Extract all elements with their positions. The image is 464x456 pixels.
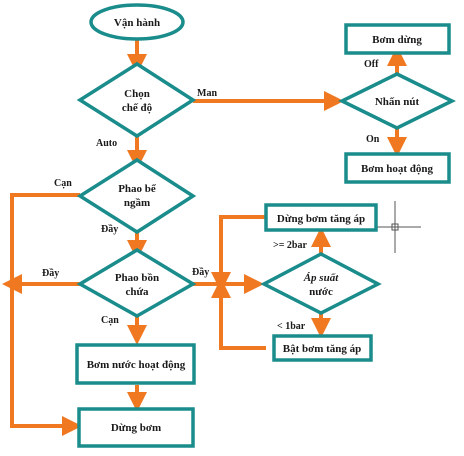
label-choose-mode-line2: chế độ bbox=[122, 102, 153, 114]
node-start bbox=[89, 3, 185, 41]
edge-label-full-reservoir-right: Đầy bbox=[192, 267, 209, 278]
node-stop-pump bbox=[77, 407, 195, 448]
label-start-booster: Bật bơm tăng áp bbox=[283, 343, 362, 355]
label-reservoir-float-line1: Phao bồn bbox=[115, 272, 159, 284]
label-start: Vận hành bbox=[114, 17, 160, 29]
label-pump-stop: Bơm dừng bbox=[372, 34, 422, 46]
edge-label-empty-tank: Cạn bbox=[54, 178, 72, 189]
node-tank-float bbox=[76, 157, 197, 235]
node-choose-mode bbox=[76, 61, 197, 139]
node-pump-run bbox=[344, 152, 451, 184]
node-pump-stop bbox=[344, 23, 451, 55]
label-stop-pump: Dừng bơm bbox=[111, 422, 161, 434]
label-stop-booster: Dừng bơm tăng áp bbox=[277, 213, 365, 225]
edge-label-full-tank: Đầy bbox=[101, 224, 118, 235]
label-tank-float-line2: ngầm bbox=[124, 197, 150, 209]
node-start-booster bbox=[272, 334, 373, 362]
node-pressure bbox=[260, 252, 382, 315]
edge-label-on: On bbox=[366, 134, 380, 145]
edge-start-booster-loop bbox=[211, 278, 266, 350]
label-pressure-line2: nước bbox=[309, 286, 333, 298]
connectors bbox=[2, 40, 407, 436]
edge-label-high-pressure: >= 2bar bbox=[273, 240, 307, 251]
edge-label-off: Off bbox=[364, 59, 379, 70]
node-reservoir-float bbox=[76, 247, 197, 319]
edge-tank-float-empty-to-stop-pump bbox=[10, 193, 82, 436]
edge-label-auto: Auto bbox=[96, 138, 117, 149]
edge-label-full-reservoir-left: Đầy bbox=[42, 268, 59, 279]
label-start-pump: Bơm nước hoạt động bbox=[87, 359, 186, 371]
edge-stop-booster-loop bbox=[211, 215, 266, 292]
node-press-button bbox=[338, 72, 456, 130]
label-choose-mode-line1: Chọn bbox=[124, 88, 150, 100]
label-reservoir-float-line2: chứa bbox=[125, 286, 149, 298]
label-pump-run: Bơm hoạt động bbox=[361, 163, 434, 175]
edge-label-low-pressure: < 1bar bbox=[277, 321, 306, 332]
label-tank-float-line1: Phao bể bbox=[118, 183, 157, 195]
node-start-pump bbox=[75, 343, 196, 385]
label-pressure-line1: Áp suất bbox=[303, 272, 339, 284]
node-stop-booster bbox=[264, 203, 378, 232]
label-press-button: Nhấn nút bbox=[375, 96, 420, 108]
edge-label-man: Man bbox=[197, 88, 217, 99]
edge-label-empty-reservoir: Cạn bbox=[101, 315, 119, 326]
